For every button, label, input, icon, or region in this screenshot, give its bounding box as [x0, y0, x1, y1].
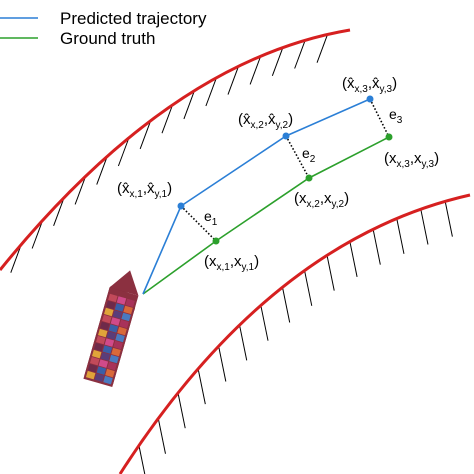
legend-truth-label: Ground truth [60, 29, 155, 48]
ship-container [110, 317, 121, 326]
bank-hatch [157, 418, 166, 454]
bank-lower-line [118, 193, 471, 474]
ship-container [98, 359, 109, 368]
bank-hatch [10, 244, 22, 273]
bank-hatch [271, 47, 284, 76]
ship-container [111, 347, 121, 357]
bank-hatch [96, 156, 108, 185]
ground-truth-trajectory [142, 136, 390, 295]
truth-point-3 [385, 133, 393, 141]
truth-point-1 [212, 237, 220, 245]
bank-hatch [372, 229, 381, 265]
ship-container [117, 326, 127, 336]
error-label-3: e3 [389, 106, 403, 126]
error-line-2 [285, 135, 310, 179]
predicted-points [177, 95, 374, 210]
bank-hatch [139, 120, 152, 150]
bank-hatch [183, 90, 195, 120]
error-line-3 [369, 98, 390, 138]
bank-hatch [74, 176, 87, 205]
ship-container [89, 356, 100, 366]
bank-hatch [138, 445, 146, 474]
ship-container [125, 298, 135, 308]
truth-label-3: (xx,3,xy,3) [384, 150, 439, 170]
legend-predicted-label: Predicted trajectory [60, 9, 207, 28]
bank-hatch [161, 104, 173, 134]
bank-hatch [396, 218, 405, 254]
ship-container [102, 345, 113, 354]
ship-container [102, 314, 112, 324]
bank-upper-line [0, 28, 351, 271]
truth-points [212, 133, 393, 245]
ship-container [104, 307, 114, 317]
bank-hatch [326, 255, 335, 291]
ship-container [87, 363, 98, 373]
ship-container [108, 293, 118, 303]
ship-container [98, 328, 108, 338]
ship-container [103, 375, 113, 385]
predicted-label-1: (x̂x,1,x̂y,1) [117, 180, 172, 200]
error-label-2: e2 [302, 145, 316, 165]
bank-hatch [444, 201, 453, 237]
predicted-point-1 [177, 202, 185, 210]
predicted-point-2 [282, 132, 290, 140]
ship-container [121, 312, 131, 322]
bank-hatch [294, 40, 306, 69]
bank-hatch [31, 220, 44, 249]
ship-container [93, 342, 104, 352]
container-ship-icon [83, 270, 139, 388]
ship-container [96, 335, 106, 345]
bank-hatch [197, 368, 206, 405]
error-label-1: e1 [204, 208, 218, 228]
bank-hatch [316, 34, 329, 63]
ship-container [123, 305, 133, 315]
ship-container [113, 340, 123, 350]
ship-container [107, 361, 117, 371]
ship-container [108, 324, 119, 333]
ship-container [96, 366, 107, 375]
ship-container [94, 373, 105, 382]
bank-hatch [227, 66, 239, 95]
ship-container [119, 319, 129, 329]
truth-label-1: (xx,1,xy,1) [204, 253, 259, 273]
bank-hatch [205, 77, 217, 107]
bank-hatch [249, 56, 262, 85]
ship-container [104, 338, 115, 347]
ship-container [85, 370, 96, 380]
predicted-label-3: (x̂x,3,x̂y,3) [342, 75, 397, 95]
bank-hatch [218, 346, 227, 382]
bank-hatch [177, 392, 186, 429]
bank-hatch [239, 324, 248, 361]
lower-river-bank [118, 193, 471, 474]
ship-container [115, 333, 125, 343]
truth-label-2: (xx,2,xy,2) [294, 190, 349, 210]
ship-container [91, 349, 102, 359]
ship-container [100, 352, 111, 361]
bank-hatch [420, 209, 429, 245]
bank-hatch [349, 241, 358, 277]
predicted-trajectory [142, 98, 371, 295]
truth-point-2 [305, 174, 313, 182]
bank-hatch [260, 305, 269, 341]
ship-container [112, 310, 123, 319]
bank-hatch [282, 287, 291, 323]
bank-hatch [304, 270, 313, 306]
bank-hatch [53, 197, 65, 226]
error-lines [180, 98, 390, 242]
ship-container [106, 300, 116, 310]
ship-container [105, 368, 115, 378]
ship-container [116, 296, 127, 305]
upper-river-bank [0, 28, 351, 273]
bank-hatch [117, 137, 130, 167]
ship-container [114, 303, 125, 312]
error-line-1 [180, 205, 217, 242]
ship-container [100, 321, 110, 331]
ship-container [106, 331, 117, 340]
predicted-point-3 [366, 95, 374, 103]
legend: Predicted trajectory Ground truth [0, 9, 207, 48]
ship-container [109, 354, 119, 364]
predicted-label-2: (x̂x,2,x̂y,2) [238, 111, 293, 131]
